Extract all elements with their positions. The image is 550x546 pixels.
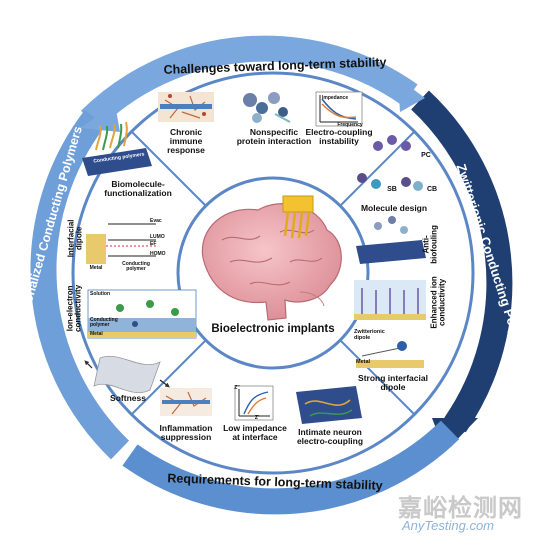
- left-biomol-label: Biomolecule-functionalization: [104, 179, 172, 198]
- divider-bl: [131, 335, 211, 415]
- left-solution-label: Solution: [90, 291, 110, 297]
- right-arc: [411, 90, 513, 433]
- challenge-plot-xlabel: Frequency: [337, 122, 363, 128]
- challenge-plot-ylabel: Impedance: [322, 95, 349, 101]
- req-plot-ylabel: Z'': [234, 385, 240, 391]
- left-lumo-label: LUMO: [150, 234, 165, 240]
- right-metal-label: Metal: [356, 359, 371, 365]
- right-molecules-illustration: [357, 135, 423, 191]
- left-cp-film-illustration: [82, 121, 152, 176]
- left-energy-diagram: [86, 223, 156, 264]
- right-molecule-label: Molecule design: [360, 203, 428, 213]
- divider-tl: [131, 131, 211, 211]
- divider-br: [335, 335, 415, 415]
- right-dipole-illustration: [356, 341, 424, 368]
- left-homo-label: HOMO: [150, 251, 166, 257]
- left-arc: [30, 110, 130, 460]
- left-ef-label: EF: [150, 241, 157, 247]
- implant-chip: [282, 195, 314, 239]
- left-evac-label: Evac: [150, 218, 162, 224]
- challenge-protein-illustration: [243, 92, 291, 123]
- challenge-electro-plot: [315, 91, 363, 127]
- bottom-arc: [122, 420, 460, 515]
- left-softness-label: Softness: [110, 393, 146, 403]
- req-plot-xlabel: Z': [254, 415, 260, 421]
- left-ion-electron-illustration: [87, 289, 197, 339]
- req-inflammation-illustration: [160, 388, 212, 416]
- req-neuron-illustration: [296, 386, 362, 424]
- watermark-en: AnyTesting.com: [402, 518, 495, 533]
- top-arc: [80, 35, 418, 130]
- challenge-chronic-illustration: [158, 92, 214, 122]
- right-ion-illustration: [354, 280, 426, 320]
- outer-arrow-ring: [30, 35, 513, 515]
- right-pc-label: PC: [421, 152, 431, 159]
- left-arc-arrowhead: [80, 104, 120, 132]
- left-softness-illustration: [84, 355, 170, 394]
- divider-tr: [335, 131, 415, 211]
- req-impedance-plot: [234, 385, 274, 421]
- right-sb-label: SB: [387, 186, 397, 193]
- watermark-cn: 嘉峪检测网: [398, 495, 523, 522]
- center-title: Bioelectronic implants: [211, 323, 335, 335]
- left-metal2-label: Metal: [90, 331, 103, 337]
- right-antifouling-illustration: [356, 216, 426, 264]
- left-metal-label: Metal: [89, 265, 103, 271]
- right-antifouling-label: Anti-biofouling: [421, 225, 439, 264]
- right-cb-label: CB: [426, 186, 438, 193]
- top-arc-arrowhead: [398, 78, 425, 112]
